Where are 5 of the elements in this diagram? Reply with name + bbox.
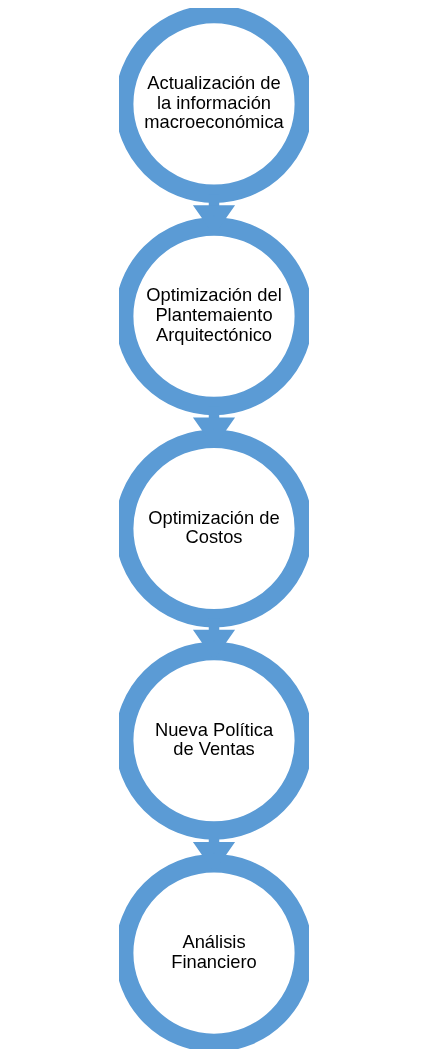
node-circle: Nueva Política de Ventas (118, 641, 309, 840)
node-circle: Análisis Financiero (118, 854, 309, 1049)
node-circle: Optimización del Plantemaiento Arquitectónico (118, 217, 309, 416)
node-circle: Optimización de Costos (118, 429, 309, 628)
node-circle: Actualización de la información macroeconómica (118, 8, 309, 203)
